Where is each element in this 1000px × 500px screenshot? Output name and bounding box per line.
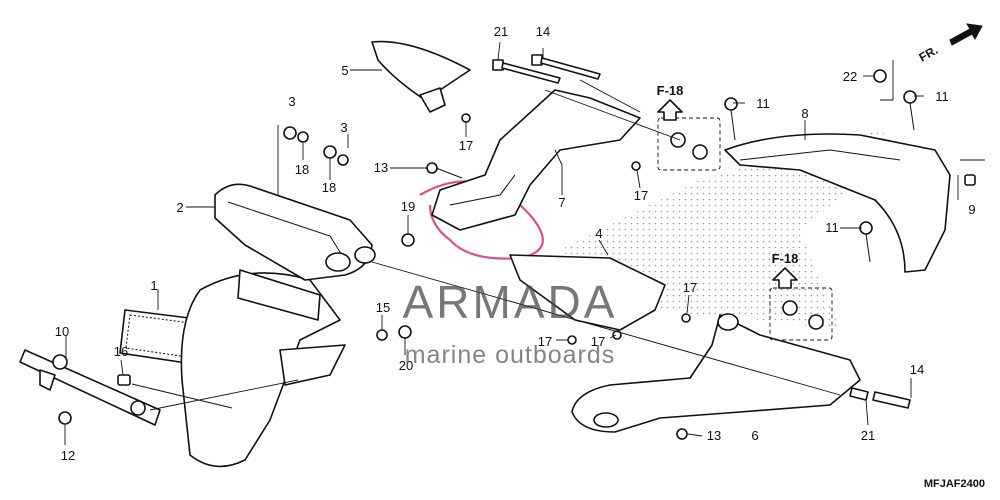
reference-label-upper: F-18 [657,83,684,98]
callout-18a: 18 [295,162,309,177]
watermark-brand: ARMADA [403,276,618,328]
callout-16: 16 [114,344,128,359]
callout-15: 15 [376,300,390,315]
callout-17a: 17 [459,138,473,153]
callout-17c: 17 [683,280,697,295]
callout-3b: 3 [340,120,347,135]
callout-19: 19 [401,199,415,214]
callout-13a: 13 [374,160,388,175]
callout-3a: 3 [288,94,295,109]
leader-lines [64,41,985,445]
reference-arrow-lower [772,267,798,289]
part-bracket-6 [571,313,861,433]
part-cover-8 [724,133,951,273]
reference-label-lower: F-18 [772,251,799,266]
callout-17d: 17 [538,334,552,349]
callout-4: 4 [595,226,602,241]
callout-7: 7 [558,195,565,210]
callout-6: 6 [751,428,758,443]
callout-11b: 11 [935,89,949,104]
callout-5: 5 [341,63,348,78]
callout-11a: 11 [756,96,770,111]
callout-13b: 13 [707,428,721,443]
callout-11c: 11 [825,220,839,235]
callout-17b: 17 [634,188,648,203]
callout-9: 9 [968,202,975,217]
part-bracket-10 [19,349,161,426]
part-rear-fender [180,269,346,468]
callout-20: 20 [399,358,413,373]
callout-2: 2 [176,200,183,215]
part-cover-4 [509,254,666,331]
callout-14b: 14 [910,362,924,377]
callout-labels: 1 2 3 3 4 5 6 7 8 9 10 11 11 11 12 13 13… [55,24,976,463]
callout-1: 1 [150,278,157,293]
callout-8: 8 [801,106,808,121]
part-bracket-2 [214,183,376,281]
grommet-assembly-upper [657,117,721,171]
reference-arrow-upper [657,99,683,121]
callout-17e: 17 [591,334,605,349]
part-bracket-7 [431,89,641,231]
watermark-tagline: marine outboards [405,341,616,369]
callout-18b: 18 [322,180,336,195]
callout-12: 12 [61,448,75,463]
callout-14a: 14 [536,24,550,39]
callout-10: 10 [55,324,69,339]
front-direction-label: FR. [917,43,941,65]
grommet-assembly-lower [769,287,833,341]
front-arrow-icon [949,23,983,46]
part-cover-5 [371,40,471,113]
front-direction-indicator: FR. [917,23,983,65]
hardware [58,54,976,440]
callout-21a: 21 [494,24,508,39]
diagram-code: MFJAF2400 [924,478,985,490]
callout-21b: 21 [861,428,875,443]
callout-22: 22 [843,69,857,84]
